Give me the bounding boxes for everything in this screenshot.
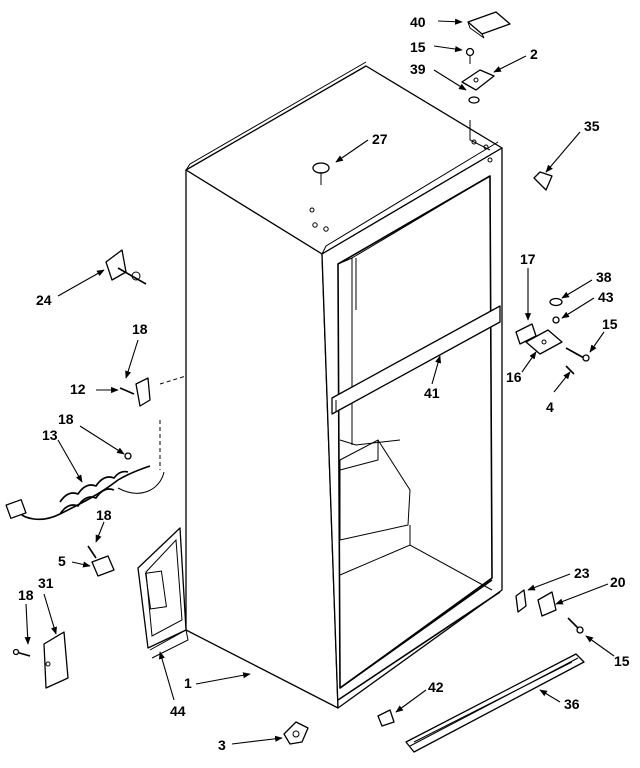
dashed-link-12 — [159, 375, 187, 390]
screw-18-mid — [124, 452, 132, 460]
screw-4 — [565, 365, 575, 375]
screw-18-bottom — [12, 648, 31, 657]
callout-15-mid: 15 — [602, 316, 618, 332]
power-cord-13 — [5, 465, 165, 521]
callout-16: 16 — [506, 369, 522, 385]
cabinet-front-opening — [337, 175, 493, 689]
callout-4: 4 — [546, 399, 554, 415]
bottom-hinge-20 — [537, 591, 557, 617]
callout-17: 17 — [520, 251, 536, 267]
clip-5 — [87, 545, 115, 577]
callout-3: 3 — [218, 737, 226, 753]
callout-31: 31 — [38, 575, 54, 591]
callout-15-bottom: 15 — [614, 653, 630, 669]
screw-15-mid — [565, 347, 590, 362]
callout-18-upper: 18 — [132, 321, 148, 337]
callout-43: 43 — [598, 289, 614, 305]
hinge-cap-35 — [533, 171, 553, 191]
callout-18-lower: 18 — [96, 507, 112, 523]
callout-27: 27 — [372, 131, 388, 147]
plug-27 — [312, 162, 330, 185]
spacer-39 — [468, 96, 480, 104]
callout-20: 20 — [610, 574, 626, 590]
callout-5: 5 — [58, 553, 66, 569]
leveler-3 — [283, 721, 309, 745]
callout-18-mid: 18 — [58, 411, 74, 427]
callout-40: 40 — [410, 14, 426, 30]
callout-44: 44 — [170, 703, 186, 719]
divider-rail — [331, 305, 501, 415]
callout-1: 1 — [184, 675, 192, 691]
toe-grille-36 — [405, 653, 585, 753]
callout-2: 2 — [530, 46, 538, 62]
callout-39: 39 — [410, 61, 426, 77]
bracket-23 — [515, 589, 527, 613]
callout-42: 42 — [428, 679, 444, 695]
cabinet-front-frame — [321, 147, 503, 709]
callout-38: 38 — [596, 269, 612, 285]
callout-23: 23 — [574, 565, 590, 581]
clip-42 — [377, 709, 395, 727]
callout-24: 24 — [36, 292, 52, 308]
cabinet-left-side — [185, 169, 339, 709]
callout-12: 12 — [70, 381, 86, 397]
cabinet-body — [185, 61, 503, 709]
screw-15-bottom — [567, 617, 584, 634]
center-hinge-16 — [525, 329, 563, 355]
callout-15-top: 15 — [410, 39, 426, 55]
washer-38 — [549, 297, 563, 307]
crisper-area — [339, 439, 411, 541]
bracket-12 — [119, 377, 151, 407]
screw-15-top — [465, 47, 475, 64]
callout-36: 36 — [564, 696, 580, 712]
top-hinge-2 — [461, 69, 495, 91]
callout-labels: 40 15 2 39 35 27 24 18 12 18 13 18 5 31 … — [18, 14, 630, 753]
rear-panel-44 — [137, 527, 189, 659]
hinge-cover-40 — [467, 11, 511, 39]
valve-24 — [105, 249, 147, 285]
callout-41: 41 — [424, 385, 440, 401]
callout-35: 35 — [584, 118, 600, 134]
cover-31 — [43, 631, 69, 689]
callout-13: 13 — [42, 427, 58, 443]
callout-18-bottom: 18 — [18, 587, 34, 603]
screw-43 — [552, 316, 560, 324]
leader-lines — [24, 18, 615, 745]
